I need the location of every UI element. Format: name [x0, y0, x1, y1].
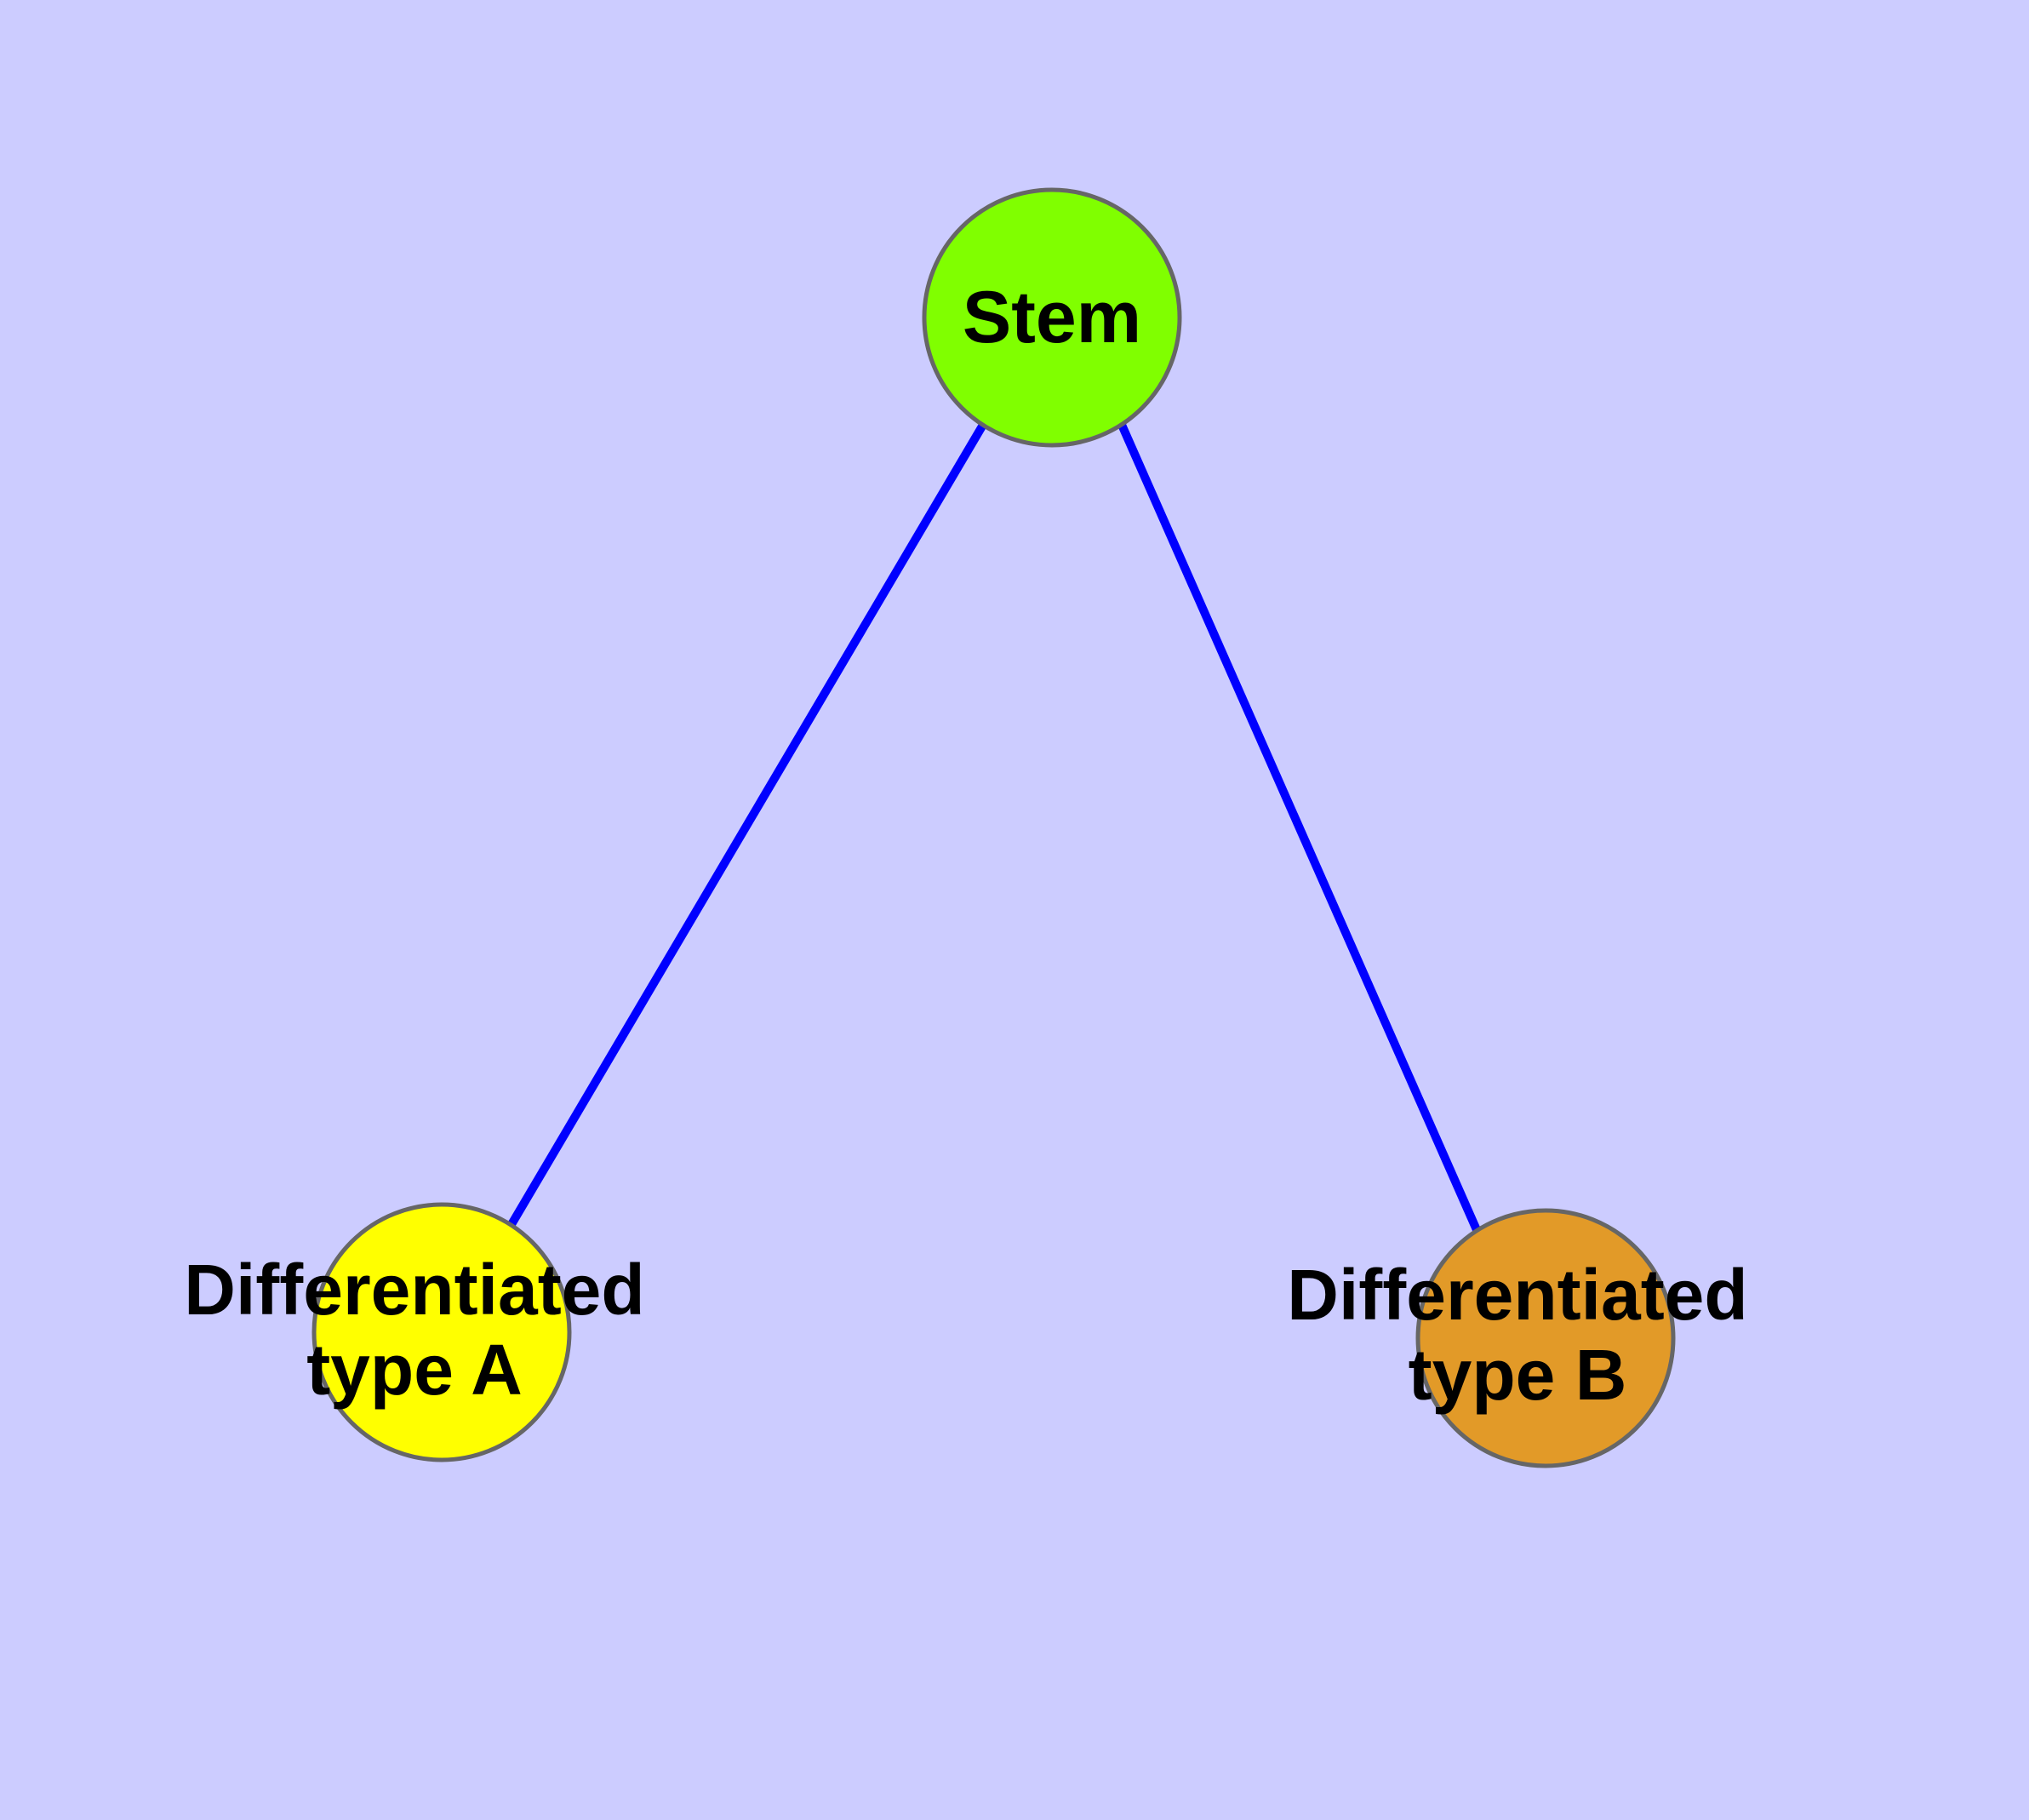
edges-group	[506, 422, 1482, 1234]
node-circle-stem[interactable]	[922, 187, 1182, 448]
edge-stem-to-diff_b	[1117, 422, 1482, 1234]
node-circle-diff_b[interactable]	[1415, 1208, 1676, 1468]
edge-stem-to-diff_a	[506, 422, 987, 1228]
nodes-group	[311, 187, 1676, 1468]
node-circle-diff_a[interactable]	[311, 1202, 572, 1462]
